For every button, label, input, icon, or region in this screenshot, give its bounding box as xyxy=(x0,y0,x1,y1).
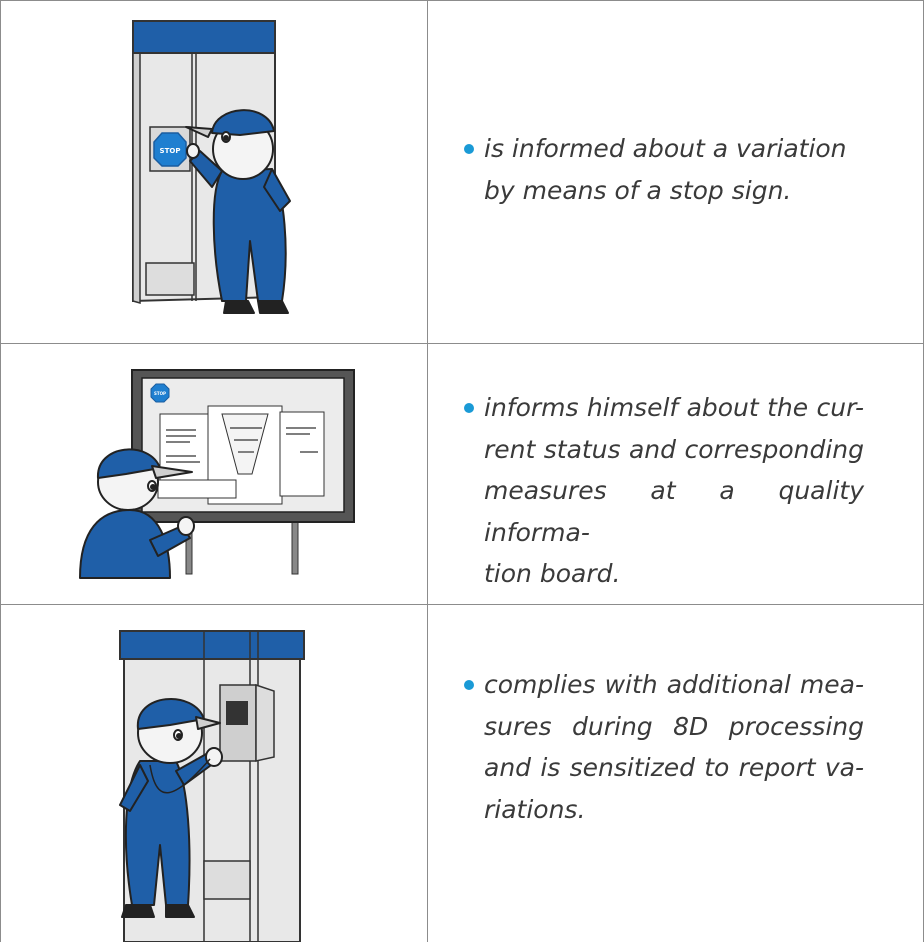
table-divider xyxy=(427,0,428,942)
text-line: tion board. xyxy=(484,559,621,588)
illustration-stop-sign: STOP xyxy=(0,1,428,343)
illustration-8d-processing xyxy=(0,605,428,942)
row-3-text: complies with additional mea- sures duri… xyxy=(464,664,880,830)
row-separator xyxy=(0,604,924,605)
text-line: informs himself about the cur- xyxy=(484,393,864,422)
bullet-icon xyxy=(464,403,474,413)
illustration-quality-board: STOP xyxy=(0,344,428,604)
table-border-top xyxy=(0,0,924,1)
bullet-icon xyxy=(464,680,474,690)
stop-sign-text: STOP xyxy=(160,147,181,155)
text-line: and is sensitized to report va- xyxy=(484,753,864,782)
text-line: measures at a quality informa- xyxy=(484,476,864,547)
row-1-text: is informed about a variation by means o… xyxy=(464,128,880,211)
text-line: rent status and corresponding xyxy=(484,434,864,464)
bullet-icon xyxy=(464,144,474,154)
row-2-text: informs himself about the cur- rent stat… xyxy=(464,387,880,595)
text-line: sures during 8D processing xyxy=(484,711,864,741)
stop-sign-text: STOP xyxy=(154,391,166,396)
row-separator xyxy=(0,343,924,344)
text-line: is informed about a variation xyxy=(484,134,847,163)
text-line: riations. xyxy=(484,794,586,824)
text-line: by means of a stop sign. xyxy=(484,175,792,205)
table-border-left xyxy=(0,0,1,942)
text-line: complies with additional mea- xyxy=(484,670,864,699)
